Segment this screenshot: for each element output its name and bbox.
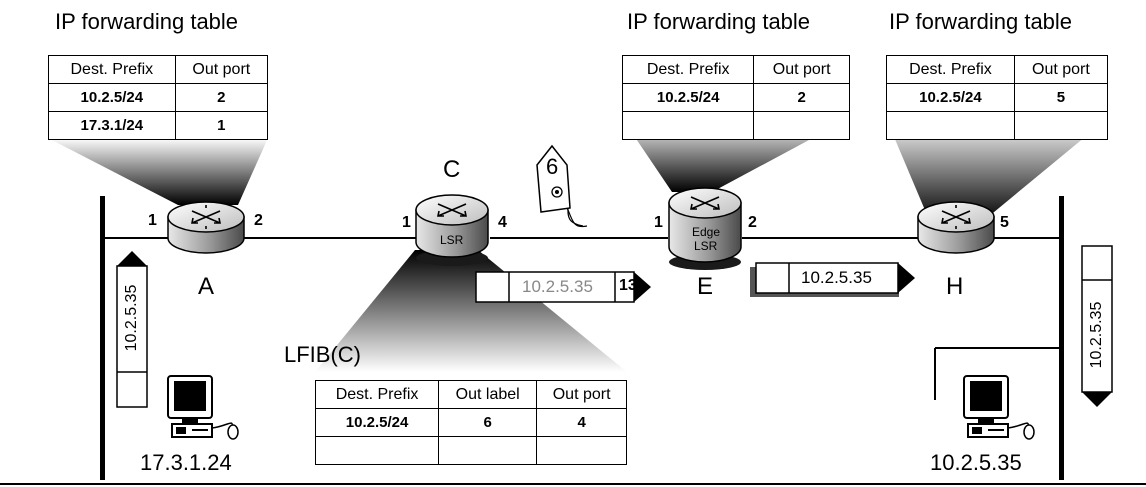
router-c-port-left: 1 — [402, 214, 411, 231]
router-c-name: C — [443, 156, 461, 183]
header-dest-prefix: Dest. Prefix — [621, 55, 755, 84]
router-a — [167, 201, 245, 254]
packet-host-h-down-ip: 10.2.5.35 — [1088, 301, 1105, 369]
header-out-label: Out label — [438, 380, 538, 409]
packet-c-to-e-shape — [475, 271, 651, 303]
header-dest-prefix: Dest. Prefix — [886, 55, 1015, 84]
zoom-cone-c — [315, 250, 627, 372]
table-a-title: IP forwarding table — [55, 9, 239, 34]
packet-host-h-down-shape — [1081, 245, 1113, 407]
cell-prefix: 10.2.5/24 — [314, 408, 440, 437]
lfib-title: LFIB(C) — [284, 342, 361, 367]
cell-label: 6 — [438, 408, 538, 437]
cell-port — [536, 436, 627, 465]
computer-icon-right — [963, 375, 1035, 440]
router-e — [668, 187, 742, 270]
cell-port: 2 — [753, 83, 850, 112]
computer-icon-left — [167, 375, 239, 440]
router-e-port-right: 2 — [748, 214, 757, 231]
packet-host-a-up-ip: 10.2.5.35 — [123, 284, 140, 352]
router-a-port-left: 1 — [148, 212, 157, 229]
header-dest-prefix: Dest. Prefix — [314, 380, 440, 409]
header-out-port: Out port — [174, 55, 269, 84]
host-left-address: 17.3.1.24 — [140, 450, 232, 475]
router-a-port-right: 2 — [254, 212, 263, 229]
cell-prefix — [314, 436, 440, 465]
cell-label — [438, 436, 538, 465]
router-c-port-right: 4 — [498, 214, 507, 231]
router-e-name: E — [697, 273, 714, 300]
router-e-edge-label: Edge — [692, 225, 721, 239]
label-tag-value: 6 — [546, 154, 559, 179]
host-right-address: 10.2.5.35 — [930, 450, 1022, 475]
packet-c-to-e-label: 13 — [619, 277, 637, 294]
router-h-port-right: 5 — [1000, 214, 1009, 231]
cell-prefix: 10.2.5/24 — [48, 83, 176, 112]
packet-c-to-e-ip: 10.2.5.35 — [522, 277, 593, 296]
router-e-port-left: 1 — [654, 214, 663, 231]
zoom-cone-h — [886, 118, 1108, 222]
router-c-lsr-label: LSR — [440, 233, 464, 247]
cell-port — [753, 111, 850, 140]
header-dest-prefix: Dest. Prefix — [48, 55, 176, 84]
packet-e-to-h-ip: 10.2.5.35 — [801, 268, 872, 287]
cell-prefix: 10.2.5/24 — [621, 83, 755, 112]
lan-bar-left — [100, 196, 105, 480]
cell-port: 2 — [174, 83, 269, 112]
router-c — [415, 194, 489, 266]
cell-prefix — [621, 111, 755, 140]
zoom-cone-a — [48, 138, 268, 205]
header-out-port: Out port — [753, 55, 850, 84]
cell-port: 1 — [174, 111, 269, 140]
router-e-lsr-label: LSR — [694, 239, 718, 253]
router-h-name: H — [946, 273, 964, 300]
cell-port: 5 — [1013, 83, 1109, 112]
cell-prefix: 10.2.5/24 — [886, 83, 1015, 112]
table-e-title: IP forwarding table — [627, 9, 811, 34]
header-out-port: Out port — [1013, 55, 1109, 84]
cell-port — [1013, 111, 1109, 140]
lan-bar-right — [1059, 196, 1064, 480]
table-h-title: IP forwarding table — [889, 9, 1073, 34]
cell-prefix: 17.3.1/24 — [48, 111, 176, 140]
packet-e-to-h-shape — [750, 262, 915, 297]
header-out-port: Out port — [536, 380, 627, 409]
packet-host-a-up-shape — [116, 251, 148, 408]
router-h — [917, 201, 995, 254]
cell-prefix — [886, 111, 1015, 140]
label-tag — [536, 144, 588, 228]
router-a-name: A — [198, 273, 215, 300]
cell-port: 4 — [536, 408, 627, 437]
